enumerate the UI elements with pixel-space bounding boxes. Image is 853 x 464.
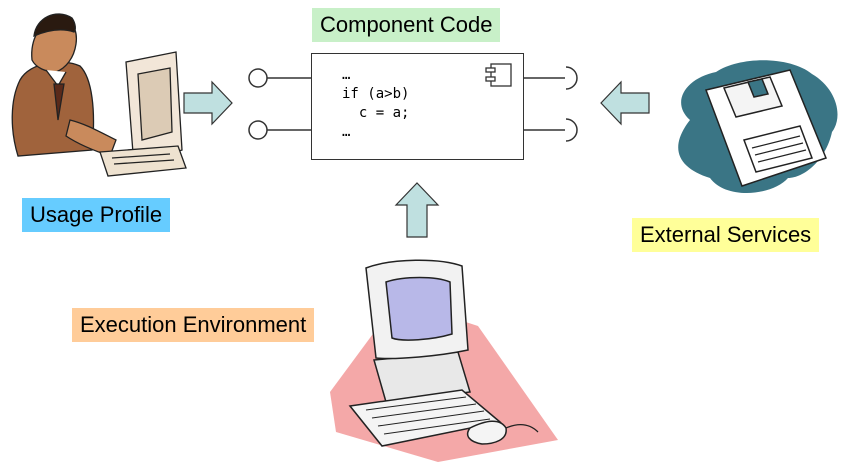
- component-code-label: Component Code: [312, 8, 501, 42]
- desktop-computer-icon: [330, 259, 558, 462]
- arrow-services-to-code: [600, 80, 650, 126]
- execution-environment-label: Execution Environment: [72, 308, 315, 342]
- arrow-environment-to-code: [394, 182, 440, 238]
- person-at-computer-icon: [11, 13, 187, 177]
- provided-interfaces: [248, 68, 311, 140]
- provided-interface-port: [248, 68, 268, 88]
- external-services-label: External Services: [632, 218, 820, 252]
- required-interface-socket: [565, 118, 578, 142]
- code-snippet: … if (a>b) c = a; …: [342, 66, 409, 142]
- code-line: …: [342, 67, 351, 83]
- required-interface-socket: [565, 66, 578, 90]
- code-line: c = a;: [342, 105, 410, 121]
- floppy-disk-icon: [678, 60, 838, 194]
- code-line: if (a>b): [342, 86, 410, 102]
- component-code-box: … if (a>b) c = a; …: [311, 53, 524, 160]
- provided-interface-port: [248, 120, 268, 140]
- required-interfaces: [524, 66, 578, 142]
- arrow-usage-to-code: [183, 80, 233, 126]
- usage-profile-label: Usage Profile: [22, 198, 171, 232]
- arrows: [183, 80, 650, 238]
- code-line: …: [342, 124, 351, 140]
- uml-component-icon: [485, 63, 512, 87]
